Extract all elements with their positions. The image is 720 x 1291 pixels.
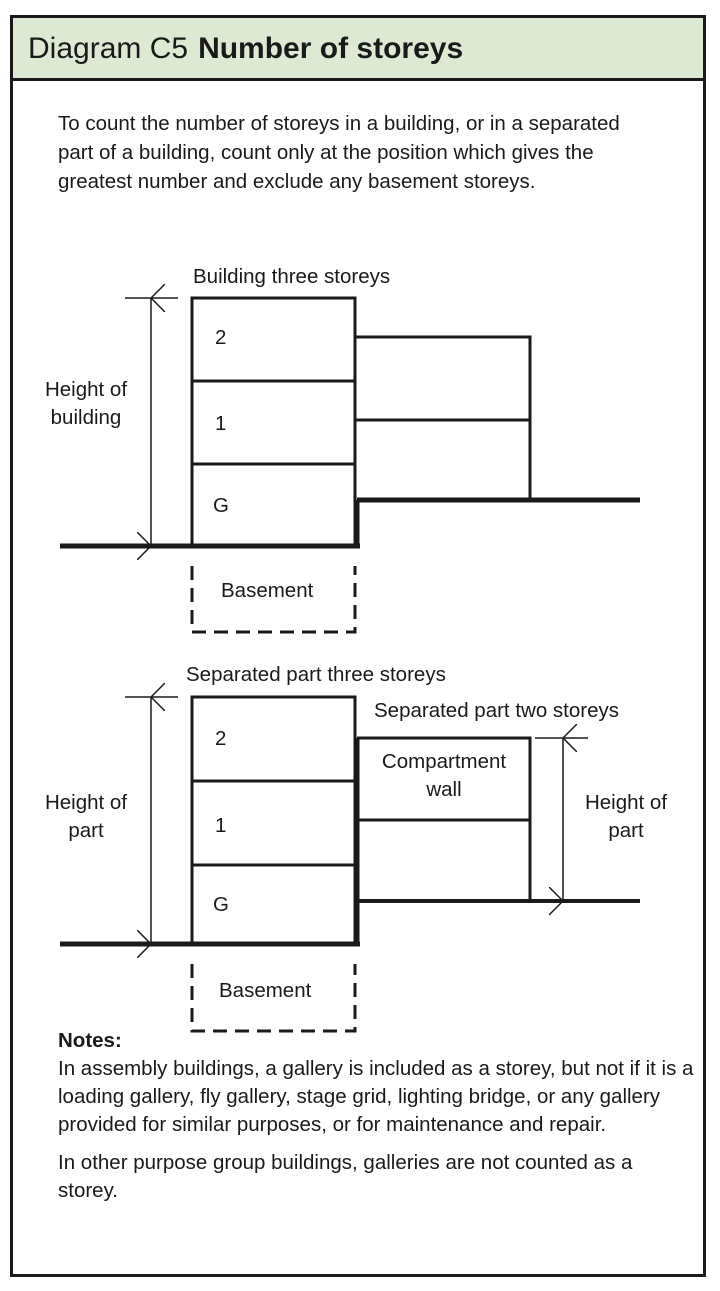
diagram-title: Diagram C5 Number of storeys (28, 32, 463, 66)
storey-label: G (213, 494, 229, 517)
storey-label: 2 (215, 727, 227, 750)
notes-heading: Notes: (58, 1029, 122, 1052)
height-of-building-label: Height of building (28, 376, 144, 432)
basement-outline (190, 566, 357, 634)
diagram-number: Diagram C5 (28, 32, 189, 65)
separated-two-caption: Separated part two storeys (374, 699, 619, 722)
height-of-part-label-right: Height of part (568, 789, 684, 845)
notes-paragraph: In other purpose group buildings, galler… (58, 1151, 633, 1202)
separated-three-caption: Separated part three storeys (186, 663, 446, 686)
storey-label: 1 (215, 814, 227, 837)
height-label-line: part (608, 819, 644, 842)
height-label-line: building (50, 406, 122, 429)
storey-label: 2 (215, 326, 227, 349)
separated-part-diagram (60, 697, 640, 1033)
height-label-line: Height of (584, 791, 668, 814)
height-of-part-label-left: Height of part (28, 789, 144, 845)
compartment-wall-label: Compartment wall (362, 748, 526, 804)
notes-paragraph: In assembly buildings, a gallery is incl… (58, 1057, 694, 1136)
compartment-label-line: wall (426, 778, 462, 801)
storey-label: 1 (215, 412, 227, 435)
storey-label: G (213, 893, 229, 916)
separated-part-two-storeys (357, 736, 532, 900)
notes-section: Notes: In assembly buildings, a gallery … (58, 1027, 698, 1215)
diagram-frame (10, 15, 706, 1277)
height-label-line: Height of (44, 791, 128, 814)
diagram-header: Diagram C5 Number of storeys (13, 18, 703, 81)
building-caption: Building three storeys (193, 265, 391, 288)
compartment-label-line: Compartment (381, 750, 507, 773)
diagram-heading: Number of storeys (198, 32, 464, 65)
height-label-line: part (68, 819, 104, 842)
basement-outline (190, 964, 357, 1033)
intro-text: To count the number of storeys in a buil… (58, 112, 620, 193)
building-diagram (60, 298, 640, 634)
basement-label: Basement (221, 579, 314, 602)
adjacent-building (355, 335, 532, 500)
height-label-line: Height of (44, 378, 128, 401)
basement-label: Basement (219, 979, 312, 1002)
